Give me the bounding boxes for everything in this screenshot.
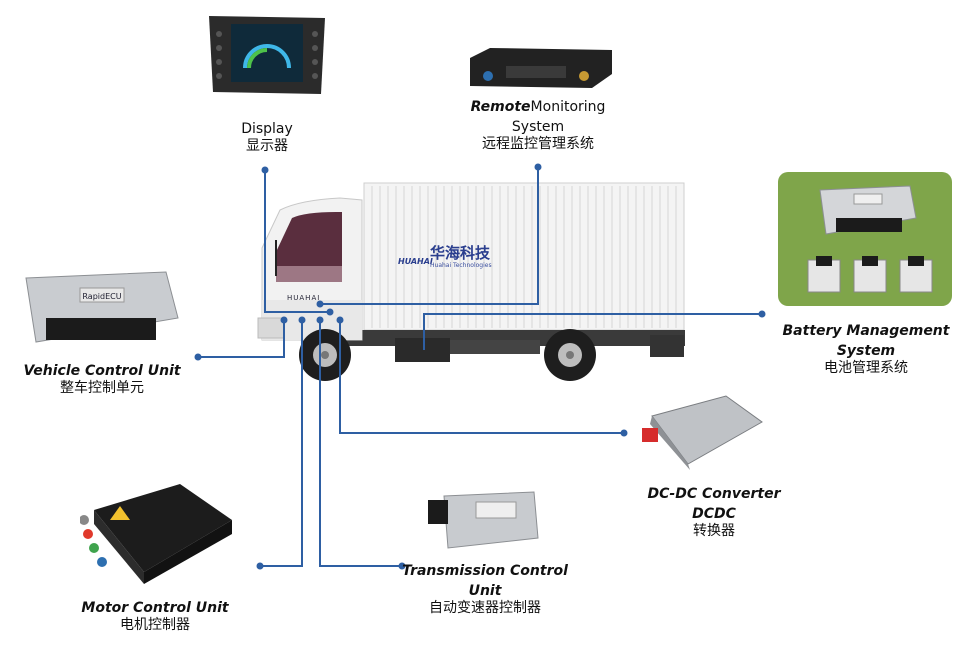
line-bms bbox=[423, 313, 762, 350]
line-remote bbox=[320, 167, 539, 305]
dcdc-label-cn: 转换器 bbox=[693, 522, 735, 539]
remote-label: RemoteMonitoring System 远程监控管理系统 bbox=[458, 96, 618, 152]
dcdc-label-en1: DC-DC Converter bbox=[647, 486, 781, 502]
line-tcu bbox=[319, 320, 402, 567]
battery-pack bbox=[395, 338, 450, 362]
brand-name-cn: 华海科技 bbox=[430, 244, 491, 262]
dot-bms bbox=[758, 310, 766, 318]
dot-vcu bbox=[194, 353, 202, 361]
dcdc-label-en2: DCDC bbox=[692, 505, 736, 522]
bms-label: Battery Management System 电池管理系统 bbox=[778, 320, 954, 376]
display-device-icon bbox=[209, 16, 325, 94]
display-label-cn: 显示器 bbox=[246, 137, 288, 154]
line-mcu bbox=[260, 320, 303, 567]
vcu-ecu-label: RapidECU bbox=[82, 292, 121, 301]
vcu-label-en: Vehicle Control Unit bbox=[23, 363, 181, 379]
bms-master-device-icon bbox=[819, 185, 917, 235]
remote-label-cn: 远程监控管理系统 bbox=[482, 135, 594, 152]
tcu-device-icon bbox=[428, 491, 539, 549]
cargo-box bbox=[363, 182, 685, 331]
dot-remote bbox=[534, 163, 542, 171]
remote-label-rest1: Monitoring bbox=[530, 99, 606, 115]
vcu-device-icon: RapidECU bbox=[25, 271, 179, 343]
brand-name-en: Huahai Technologies bbox=[430, 262, 492, 269]
line-display bbox=[264, 170, 330, 313]
vcu-label: Vehicle Control Unit 整车控制单元 bbox=[14, 360, 190, 397]
tcu-label-cn: 自动变速器控制器 bbox=[429, 599, 541, 616]
rear-wheel bbox=[544, 329, 596, 381]
dcdc-label: DC-DC Converter DCDC 转换器 bbox=[626, 483, 802, 539]
tcu-label: Transmission Control Unit 自动变速器控制器 bbox=[400, 560, 570, 616]
cab-brand-text: HUAHAI bbox=[287, 294, 321, 302]
mcu-label-en: Motor Control Unit bbox=[81, 600, 229, 616]
bms-label-cn: 电池管理系统 bbox=[824, 359, 908, 376]
tcu-label-en2: Unit bbox=[468, 582, 502, 599]
mcu-device-icon bbox=[80, 484, 232, 584]
mcu-label: Motor Control Unit 电机控制器 bbox=[70, 597, 240, 634]
dot-display bbox=[261, 166, 269, 174]
dot-mcu bbox=[256, 562, 264, 570]
dcdc-device-icon bbox=[642, 395, 763, 470]
mcu-label-cn: 电机控制器 bbox=[120, 616, 190, 633]
bms-slave-1-icon bbox=[807, 256, 841, 293]
remote-label-bold: Remote bbox=[470, 99, 531, 115]
bms-label-en1: Battery Management bbox=[782, 323, 950, 339]
tcu-label-en1: Transmission Control bbox=[402, 563, 568, 579]
bms-slave-3-icon bbox=[899, 256, 933, 293]
dot-dcdc bbox=[620, 429, 628, 437]
bms-slave-2-icon bbox=[853, 256, 887, 293]
line-dcdc bbox=[339, 320, 624, 434]
bms-label-en2: System bbox=[836, 342, 896, 359]
line-vcu bbox=[198, 320, 285, 358]
display-label-en: Display bbox=[241, 121, 293, 137]
brand-logo: HUAHAI bbox=[398, 257, 433, 266]
vcu-label-cn: 整车控制单元 bbox=[60, 379, 144, 396]
display-label: Display 显示器 bbox=[222, 118, 312, 155]
remote-monitoring-device-icon bbox=[470, 48, 612, 88]
dot-tcu bbox=[398, 562, 406, 570]
remote-label-rest2: System bbox=[511, 118, 565, 135]
